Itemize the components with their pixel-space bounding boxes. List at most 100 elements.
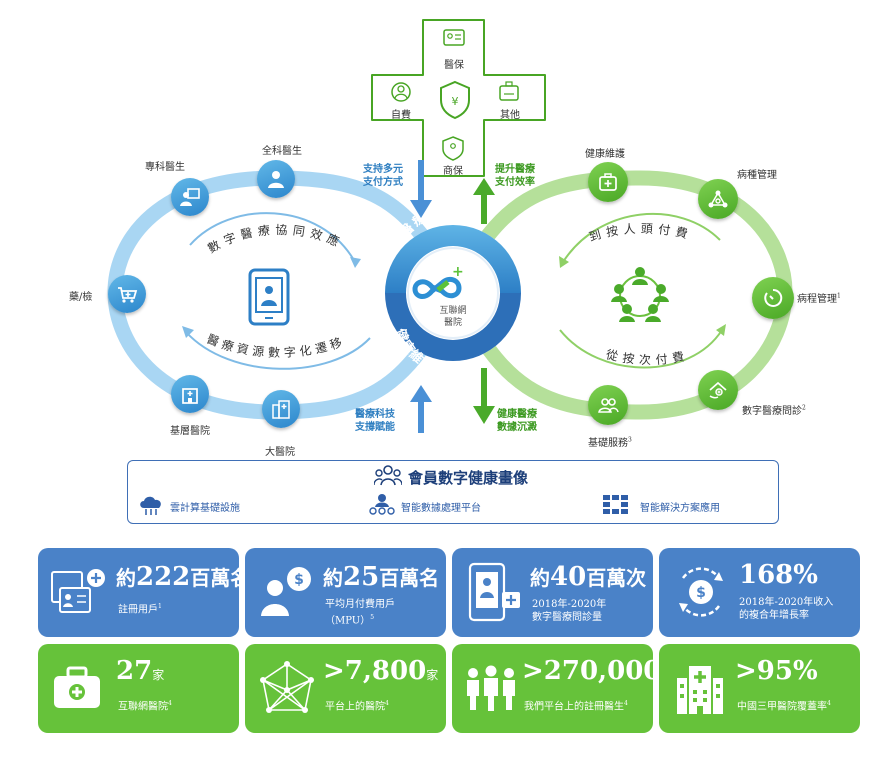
primary-hospital-label: 基層醫院 [170, 426, 210, 437]
specialist-label: 專科醫生 [145, 162, 185, 173]
svg-text:$: $ [294, 572, 304, 588]
stat8-line1: 中國三甲醫院覆蓋率 [737, 701, 827, 713]
svg-text:醫療資源數字化遷移: 醫療資源數字化遷移 [205, 332, 348, 360]
stat7-line1: 我們平台上的註冊醫生 [524, 701, 624, 713]
stat4-unit: % [793, 560, 818, 590]
community-people-icon [611, 267, 669, 322]
center-name-line2: 醫院 [444, 316, 462, 328]
home-care-icon [709, 381, 727, 399]
svg-text:+: + [452, 264, 464, 280]
doctor-icon [268, 171, 284, 188]
pharmacy-node [108, 275, 146, 313]
infinity-logo-icon: + [412, 264, 464, 299]
large-hospital-node [262, 390, 300, 428]
pay-in-arrow [410, 160, 432, 218]
data-arrow [473, 368, 495, 424]
left-lower-text: 醫療資源數字化遷移 [205, 332, 344, 360]
stat2-line2: （MPU） [325, 615, 371, 627]
specialist-icon [180, 188, 200, 206]
timer-icon [764, 288, 783, 307]
stat8-unit: % [792, 656, 818, 686]
stat3-prefix: 約 [530, 566, 550, 590]
cross-label-bottom: 商保 [443, 166, 463, 177]
health-maintenance-node [588, 162, 628, 202]
specialist-node [171, 178, 209, 216]
cross-label-top: 醫保 [444, 60, 464, 71]
stat-card-hospitals: >7,800家 平台上的醫院4 [245, 644, 446, 733]
clinic-building-icon [182, 388, 198, 404]
phone-consult-icon [468, 562, 520, 622]
insurance-card-icon [443, 29, 465, 46]
svg-text:¥: ¥ [452, 95, 459, 108]
pay-in-text: 支持多元支付方式 [363, 164, 403, 188]
stat3-number: 40 [550, 562, 587, 592]
stat2-number: 25 [343, 562, 380, 592]
pharmacy-label: 藥/檢 [69, 292, 93, 303]
left-lower-arrow [185, 331, 371, 370]
course-management-label: 病程管理1 [797, 292, 841, 305]
stat2-prefix: 約 [323, 566, 343, 590]
feature-data: 智能數據處理平台 [401, 503, 481, 514]
stat-card-doctors: >270,000名 我們平台上的註冊醫生4 [452, 644, 653, 733]
center-name-line1: 互聯網 [439, 304, 466, 316]
digital-consult-node [698, 370, 738, 410]
doctors-group-icon [467, 665, 515, 711]
left-upper-text: 數字醫療協同效應 [205, 222, 341, 256]
center-bottom-band [385, 293, 521, 361]
digital-consult-label: 數字醫療問診2 [742, 404, 806, 417]
pay-out-arrow [473, 178, 495, 224]
stat3-unit: 百萬次 [586, 566, 647, 590]
disease-management-node [698, 179, 738, 219]
course-management-node [752, 277, 794, 319]
registered-users-icon [51, 569, 105, 613]
first-aid-kit-icon [54, 666, 100, 708]
stat1-number: 222 [136, 562, 191, 592]
banner-title: 會員數字健康畫像 [408, 469, 529, 487]
stat1-unit: 百萬名 [190, 566, 239, 590]
stat-card-users: 約222百萬名 註冊用戶1 [38, 548, 239, 637]
left-upper-arrow [189, 212, 356, 263]
pay-out-text: 提升醫療支付效率 [495, 164, 535, 188]
hospital-network-icon [260, 661, 314, 713]
stat4-line1: 2018年-2020年收入 [739, 597, 834, 608]
stat7-number: >270,000 [522, 656, 653, 686]
member-profile-banner [127, 460, 779, 524]
network-nodes-icon [708, 190, 728, 208]
stat6-number: >7,800 [323, 656, 427, 686]
feature-cloud: 雲計算基礎設施 [170, 503, 240, 514]
cross-label-right: 其他 [500, 110, 520, 121]
pharmacy-cart-icon [118, 287, 138, 303]
other-badge-icon [499, 81, 519, 101]
stat3-line2: 數字醫療問診量 [532, 612, 602, 623]
svg-text:數字醫療協同效應: 數字醫療協同效應 [205, 222, 346, 256]
ecosystem-diagram: 數字醫療協同效應 醫療資源數字化遷移 到按人頭付費 從按次付費 醫療服務 健康維… [107, 19, 793, 433]
stat5-line1: 互聯網醫院 [118, 701, 168, 713]
hospital-building-icon [272, 400, 290, 419]
stat6-unit: 家 [426, 668, 439, 682]
primary-hospital-node [171, 375, 209, 413]
stat4-number: 168 [739, 560, 794, 590]
stat-card-consultations: 約40百萬次 2018年-2020年 數字醫療問診量 [452, 548, 653, 637]
revenue-growth-icon: $ [679, 567, 723, 617]
stat-card-mpu: $ 約25百萬名 平均月付費用戶 （MPU）5 [245, 548, 446, 637]
stat3-line1: 2018年-2020年 [532, 599, 607, 610]
group-people-icon [598, 398, 619, 413]
stat2-unit: 百萬名 [379, 566, 440, 590]
stat-card-internet-hospitals: 27家 互聯網醫院4 [38, 644, 239, 733]
large-hospital-label: 大醫院 [265, 447, 295, 458]
stat8-number: >95 [735, 656, 793, 686]
basic-service-node [588, 385, 628, 425]
right-lower-arrowhead [716, 324, 726, 336]
stat1-prefix: 約 [116, 566, 136, 590]
disease-management-label: 病種管理 [737, 170, 777, 181]
tech-text: 醫療科技支撐賦能 [355, 409, 395, 433]
right-lower-arrow [559, 329, 723, 369]
solution-grid-icon [603, 495, 628, 514]
health-maintenance-label: 健康維護 [585, 149, 625, 160]
stat5-number: 27 [116, 656, 153, 686]
right-upper-arrowhead [559, 256, 569, 268]
payment-cross [371, 19, 546, 177]
paying-user-icon: $ [261, 567, 311, 616]
stat4-line2: 的複合年增長率 [739, 610, 809, 621]
cloud-icon [140, 496, 161, 515]
